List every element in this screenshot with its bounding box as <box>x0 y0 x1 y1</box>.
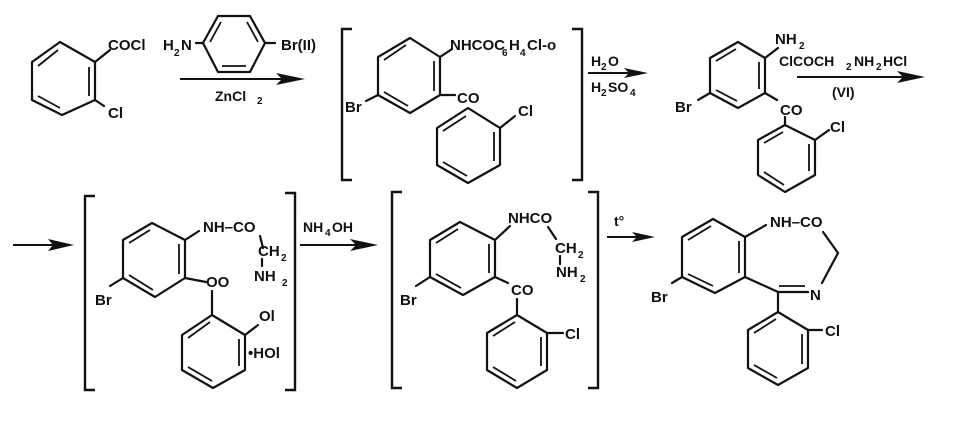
h2so4-sub: 2 <box>601 88 607 99</box>
arrow-step-1: ZnCl 2 <box>180 73 305 107</box>
nh2-label: NH <box>254 268 276 285</box>
amine-h-label: H <box>163 37 174 54</box>
arrow-step-2: H 2 O H 2 SO 4 <box>588 53 648 99</box>
zncl2-subscript: 2 <box>257 96 263 107</box>
h2o-o: O <box>608 53 619 69</box>
nh2-label: NH <box>556 264 578 281</box>
amine-subscript: 2 <box>174 48 180 59</box>
cl-label: Cl <box>830 119 845 136</box>
nh-co-label: NH–CO <box>203 219 256 236</box>
br-label: Br <box>400 292 417 309</box>
heat-label: t° <box>614 213 624 229</box>
zncl2-label: ZnCl <box>215 88 246 104</box>
compound-4-bromoaniline: H 2 N Br(II) <box>163 14 316 74</box>
h2so4-so: SO <box>608 79 628 95</box>
br-label: Br <box>651 289 668 306</box>
nh4oh-a: NH <box>303 219 323 235</box>
sub-6: 6 <box>502 48 508 59</box>
ch2-label: CH <box>258 243 280 260</box>
nh-co-label: NH–CO <box>770 214 823 231</box>
nh2-sub: 2 <box>282 278 288 289</box>
h2o-h: H <box>591 53 601 69</box>
co-label: CO <box>457 90 480 107</box>
arrow-step-4: NH 4 OH <box>300 219 378 251</box>
cl-label: Cl <box>108 105 123 122</box>
br-label: Br <box>675 99 692 116</box>
hcl-label: •HOl <box>248 345 280 362</box>
n-label: N <box>810 287 821 304</box>
nhco-label: NHCO <box>508 210 552 227</box>
br-label: Br <box>345 99 362 116</box>
compound-glycylamide-intermediate: Br NHCO CH 2 NH 2 CO Cl <box>390 190 600 390</box>
nhcoc-label: NHCOC <box>450 37 505 54</box>
cocl-label: COCl <box>108 37 146 54</box>
co-label: OO <box>206 274 230 291</box>
h2so4-h: H <box>591 79 601 95</box>
nh2-sub: 2 <box>580 274 586 285</box>
br-label: Br <box>95 292 112 309</box>
arrow-continuation <box>13 239 74 251</box>
cl-o-label: Cl-o <box>527 37 556 54</box>
co-label: CO <box>780 102 803 119</box>
cl-label: Cl <box>825 323 840 340</box>
compound-2-chlorobenzoyl-chloride: COCl Cl <box>30 37 146 122</box>
reagent-vi-a: ClCOCH <box>779 53 834 69</box>
nh2-sub: 2 <box>799 41 805 52</box>
reagent-vi-sub1: 2 <box>846 62 852 73</box>
cl-label: Cl <box>565 326 580 343</box>
h2so4-sub4: 4 <box>630 88 636 99</box>
compound-aminobenzophenone: Br NH 2 CO Cl <box>675 31 845 194</box>
arrow-step-5: t° <box>607 213 655 242</box>
nh2-label: NH <box>775 31 797 48</box>
nh4oh-b: OH <box>332 219 353 235</box>
ch2-sub: 2 <box>578 250 584 261</box>
br-ii-label: Br(II) <box>281 37 316 54</box>
co-label: CO <box>511 282 534 299</box>
sub-4: 4 <box>520 48 526 59</box>
reagent-vi-sub2: 2 <box>876 62 882 73</box>
compound-benzodiazepinone-product: Br NH–CO N Cl <box>651 214 840 387</box>
nh4oh-sub: 4 <box>325 228 331 239</box>
cl-label: Ol <box>259 308 275 325</box>
ch2-sub: 2 <box>281 253 287 264</box>
compound-acylated-intermediate: Br NHCOC 6 H 4 Cl-o CO Cl <box>340 27 584 185</box>
compound-glycylamide-hcl-intermediate: Br NH–CO CH 2 NH 2 OO Ol •HOl <box>83 191 297 392</box>
reagent-vi-label: (VI) <box>832 84 855 100</box>
ch2-label: CH <box>555 240 577 257</box>
h2o-sub: 2 <box>601 62 607 73</box>
cl-label-2: Cl <box>518 103 533 120</box>
reagent-vi-b: NH <box>854 53 874 69</box>
h-label: H <box>509 37 520 54</box>
amine-n-label: N <box>181 37 192 54</box>
arrow-step-3: ClCOCH 2 NH 2 HCl (VI) <box>779 53 925 100</box>
reagent-vi-c: HCl <box>883 53 907 69</box>
